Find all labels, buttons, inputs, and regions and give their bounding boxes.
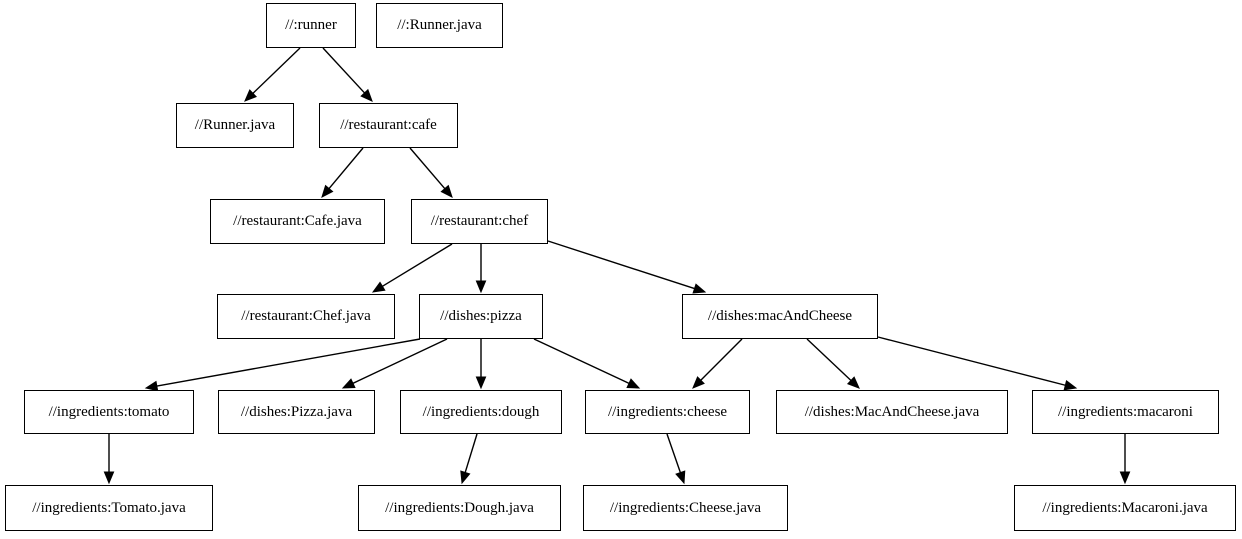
- graph-node-label: //ingredients:tomato: [48, 403, 170, 420]
- graph-node-label: //dishes:Pizza.java: [240, 403, 353, 420]
- graph-edge-runner-to-runner_java: [244, 47, 301, 102]
- graph-node-pizza_java[interactable]: //dishes:Pizza.java: [218, 390, 375, 434]
- arrowhead-icon: [1063, 379, 1078, 391]
- graph-edge-dishes_pizza-to-pizza_java: [341, 338, 448, 389]
- arrowhead-icon: [675, 470, 686, 485]
- graph-node-label: //:Runner.java: [397, 17, 482, 33]
- graph-node-tomato_java[interactable]: //ingredients:Tomato.java: [5, 485, 213, 531]
- arrowhead-icon: [692, 376, 705, 389]
- graph-node-macaroni_java[interactable]: //ingredients:Macaroni.java: [1014, 485, 1236, 531]
- arrowhead-icon: [341, 378, 356, 389]
- graph-node-label: //dishes:macAndCheese: [707, 308, 853, 324]
- graph-edge-ing_dough-to-dough_java: [460, 433, 478, 485]
- graph-node-runner_java_root[interactable]: //:Runner.java: [376, 3, 503, 48]
- graph-node-label: //restaurant:Chef.java: [241, 308, 371, 324]
- graph-node-label: //restaurant:cafe: [340, 117, 437, 133]
- graph-edge-dishes_pizza-to-ing_cheese: [533, 338, 641, 389]
- arrowhead-icon: [475, 376, 487, 390]
- arrowhead-icon: [1119, 471, 1131, 485]
- graph-node-label: //ingredients:Cheese.java: [609, 499, 762, 516]
- graph-edge-dishes_pizza-to-ing_tomato: [144, 338, 421, 392]
- graph-node-ing_macaroni[interactable]: //ingredients:macaroni: [1032, 390, 1219, 434]
- graph-node-label: //ingredients:Tomato.java: [32, 499, 186, 516]
- graph-edge-ing_cheese-to-cheese_java: [666, 433, 686, 485]
- graph-node-label: //dishes:MacAndCheese.java: [804, 403, 980, 420]
- arrowhead-icon: [692, 283, 707, 294]
- graph-node-runner_java[interactable]: //Runner.java: [176, 103, 294, 148]
- graph-node-label: //Runner.java: [194, 117, 276, 133]
- graph-node-ing_cheese[interactable]: //ingredients:cheese: [585, 390, 750, 434]
- arrowhead-icon: [460, 470, 471, 485]
- arrowhead-icon: [626, 378, 641, 389]
- graph-edge-restaurant_cafe-to-cafe_java: [321, 147, 364, 198]
- graph-edge-ing_tomato-to-tomato_java: [103, 434, 115, 485]
- arrowhead-icon: [360, 88, 373, 102]
- graph-node-dishes_mac[interactable]: //dishes:macAndCheese: [682, 294, 878, 339]
- arrowhead-icon: [321, 184, 334, 198]
- arrowhead-icon: [475, 280, 487, 294]
- graph-node-runner[interactable]: //:runner: [266, 3, 356, 48]
- arrowhead-icon: [103, 471, 115, 485]
- graph-node-label: //ingredients:Dough.java: [385, 499, 534, 516]
- graph-edge-restaurant_chef-to-dishes_pizza: [475, 244, 487, 294]
- graph-node-restaurant_cafe[interactable]: //restaurant:cafe: [319, 103, 458, 148]
- graph-node-mac_java[interactable]: //dishes:MacAndCheese.java: [776, 390, 1008, 434]
- graph-edge-restaurant_chef-to-chef_java: [371, 243, 453, 293]
- graph-edge-restaurant_chef-to-dishes_mac: [547, 240, 707, 294]
- graph-edge-dishes_mac-to-ing_macaroni: [877, 336, 1078, 391]
- graph-node-label: //ingredients:macaroni: [1058, 403, 1193, 420]
- graph-node-label: //:runner: [285, 17, 337, 33]
- graph-node-ing_dough[interactable]: //ingredients:dough: [400, 390, 562, 434]
- arrowhead-icon: [244, 89, 257, 102]
- arrowhead-icon: [371, 281, 386, 293]
- graph-edge-dishes_pizza-to-ing_dough: [475, 339, 487, 390]
- graph-node-cheese_java[interactable]: //ingredients:Cheese.java: [583, 485, 788, 531]
- graph-edge-dishes_mac-to-mac_java: [806, 338, 860, 389]
- graph-edge-dishes_mac-to-ing_cheese: [692, 338, 743, 389]
- graph-node-label: //dishes:pizza: [440, 308, 522, 324]
- graph-node-label: //ingredients:cheese: [607, 403, 728, 420]
- arrowhead-icon: [846, 376, 860, 389]
- graph-edge-ing_macaroni-to-macaroni_java: [1119, 434, 1131, 485]
- graph-node-label: //ingredients:dough: [422, 403, 540, 420]
- graph-node-dishes_pizza[interactable]: //dishes:pizza: [419, 294, 543, 339]
- graph-edge-runner-to-restaurant_cafe: [322, 47, 373, 102]
- graph-node-dough_java[interactable]: //ingredients:Dough.java: [358, 485, 561, 531]
- arrowhead-icon: [440, 184, 453, 198]
- graph-node-restaurant_chef[interactable]: //restaurant:chef: [411, 199, 548, 244]
- graph-node-label: //restaurant:Cafe.java: [233, 213, 362, 229]
- graph-node-chef_java[interactable]: //restaurant:Chef.java: [217, 294, 395, 339]
- graph-node-label: //ingredients:Macaroni.java: [1042, 499, 1208, 516]
- graph-edge-restaurant_cafe-to-restaurant_chef: [409, 147, 453, 198]
- graph-node-ing_tomato[interactable]: //ingredients:tomato: [24, 390, 194, 434]
- graph-node-cafe_java[interactable]: //restaurant:Cafe.java: [210, 199, 385, 244]
- graph-node-label: //restaurant:chef: [430, 213, 529, 229]
